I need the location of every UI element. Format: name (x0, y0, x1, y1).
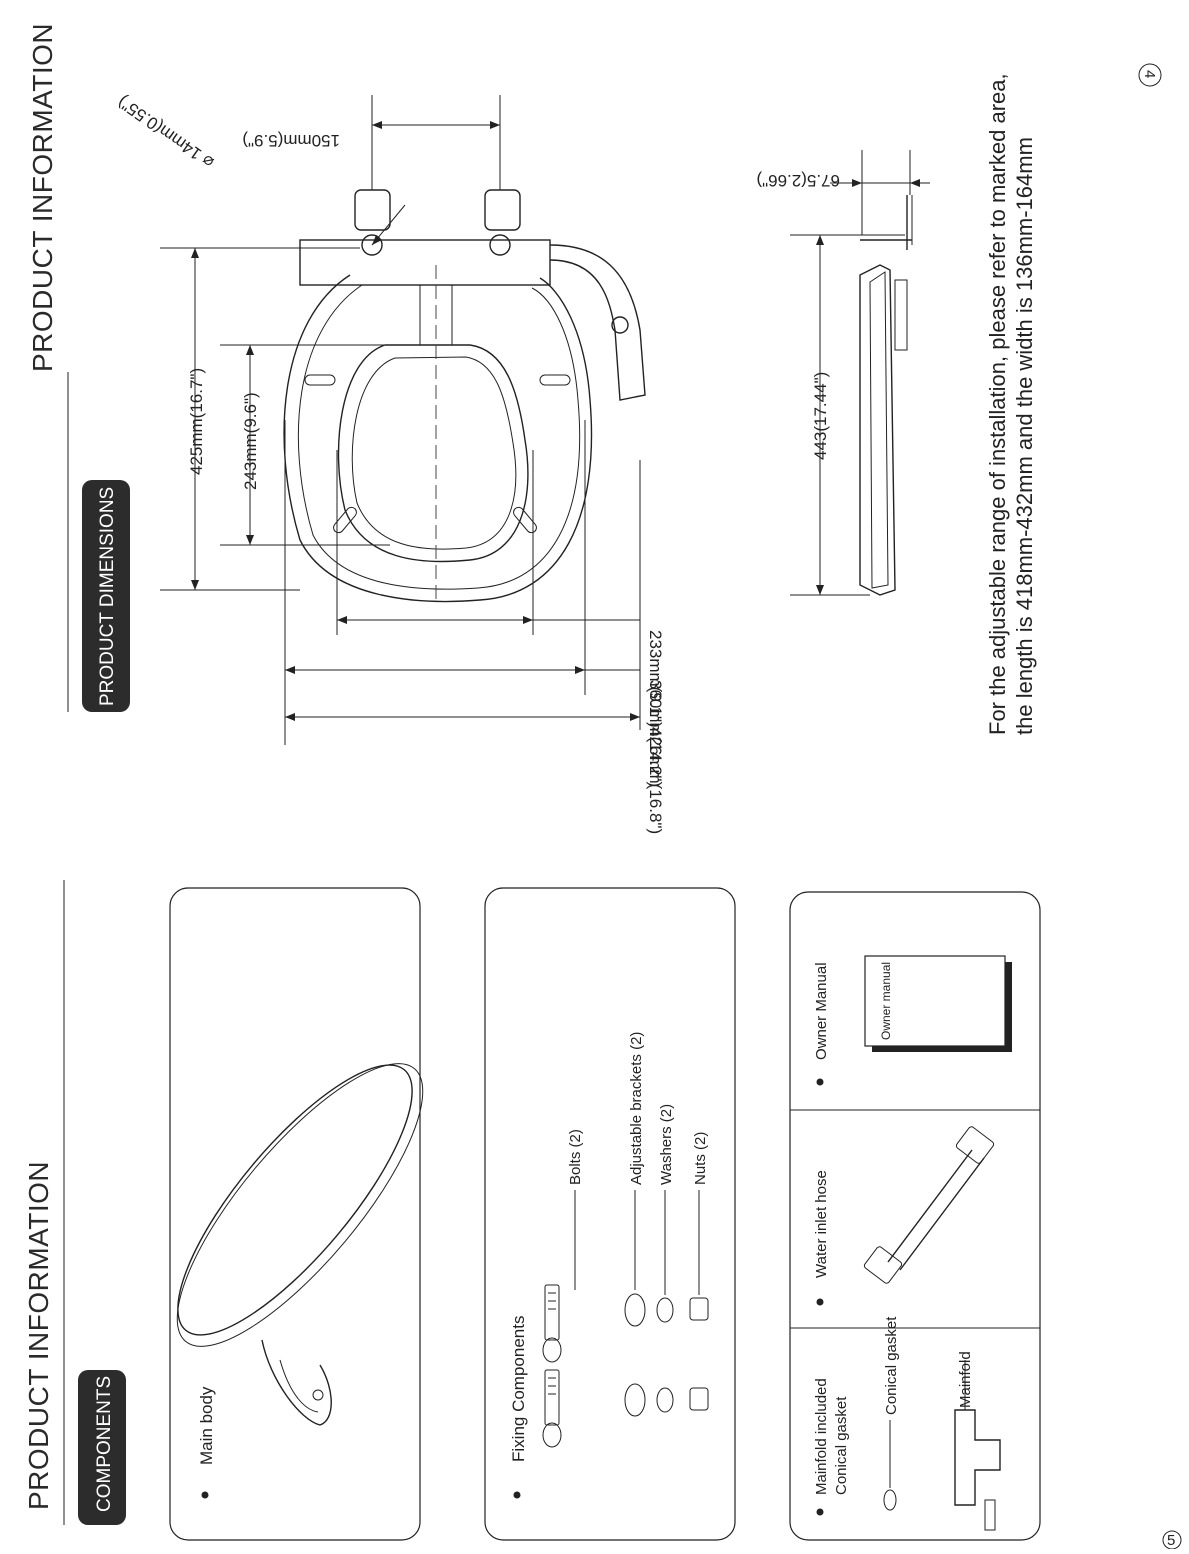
fixing-bullet (513, 1491, 521, 1499)
left-page: PRODUCT INFORMATION COMPONENTS Main body… (23, 880, 1182, 1550)
dim-243mm: 243mm(9.6") (241, 392, 260, 490)
manual-cover-text: Owner manual (879, 962, 893, 1040)
fixing-item-brackets: Adjustable brackets (2) (628, 1032, 645, 1185)
fixing-label: Fixing Components (509, 1316, 528, 1462)
conical-gasket-label: Conical gasket (883, 1316, 900, 1415)
dim-360mm: 360mm(14.2") (646, 680, 665, 787)
right-page: PRODUCT INFORMATION PRODUCT DIMENSIONS (27, 23, 1162, 834)
main-body-label: Main body (197, 1386, 216, 1465)
dim-14mm: ⌀ 14mm(0.55") (114, 92, 217, 172)
fixing-item-nuts: Nuts (2) (692, 1132, 709, 1185)
dim-426mm: 426mm(16.8") (646, 727, 665, 834)
side-view-drawing (790, 150, 930, 596)
dimensions-badge-label: PRODUCT DIMENSIONS (97, 487, 118, 706)
dim-425mm: 425mm(16.7") (187, 368, 206, 475)
left-page-number: 5 (1167, 1532, 1175, 1549)
dimension-lines (160, 95, 641, 745)
main-body-box (169, 887, 421, 1541)
manifold-illustration (883, 1360, 1001, 1531)
hose-bullet (816, 1298, 824, 1306)
mainfold-label: Mainfold (957, 1351, 974, 1408)
left-page-title: PRODUCT INFORMATION (23, 1161, 54, 1510)
dim-233mm: 233mm(9.1") (646, 630, 665, 728)
main-body-bullet (201, 1491, 209, 1499)
hose-illustration (863, 1126, 995, 1284)
top-view-drawing (283, 189, 646, 605)
dim-150mm: 150mm(5.9") (242, 131, 340, 150)
dim-67-5: 67.5(2.66") (756, 171, 840, 190)
fixing-item-washers: Washers (2) (658, 1104, 675, 1185)
main-body-illustration (176, 1063, 424, 1426)
install-note-line2: the length is 418mm-432mm and the width … (1012, 137, 1037, 735)
right-page-title: PRODUCT INFORMATION (27, 23, 58, 372)
fixing-box (484, 887, 736, 1541)
manifold-bullet (816, 1508, 824, 1516)
right-page-number-ring (1138, 63, 1162, 87)
right-page-number: 4 (1141, 70, 1158, 78)
hose-label: Water inlet hose (813, 1170, 830, 1278)
manual-label: Owner Manual (813, 962, 830, 1060)
components-badge-label: COMPONENTS (94, 1376, 115, 1512)
fixing-item-bolts: Bolts (2) (567, 1129, 584, 1185)
manifold-title-line1: Mainfold included (813, 1378, 830, 1495)
install-note-line1: For the adjustable range of installation… (985, 73, 1010, 735)
components-badge (78, 1370, 126, 1525)
manual-bullet (816, 1078, 824, 1086)
manifold-title-line2: Conical gasket (833, 1396, 850, 1495)
accessories-box (789, 891, 1041, 1541)
manual-illustration (864, 955, 1012, 1052)
dim-443: 443(17.44") (811, 372, 830, 460)
fixing-illustration (542, 1190, 709, 1448)
dimensions-badge (82, 480, 130, 712)
